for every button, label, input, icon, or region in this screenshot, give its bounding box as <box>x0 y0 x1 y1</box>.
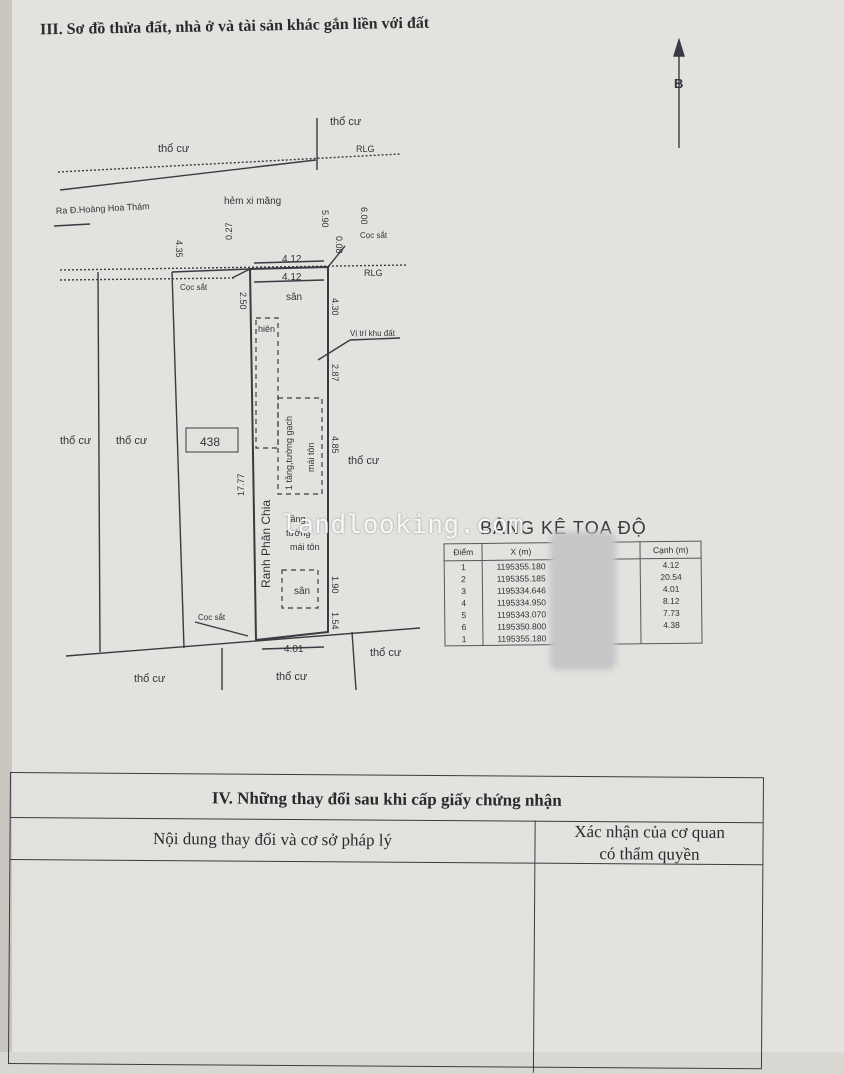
neighbor-line-3 <box>171 268 251 273</box>
parcel-number: 438 <box>200 435 220 449</box>
rlg-line-secondary <box>59 277 237 281</box>
dim-590: 5.90 <box>320 210 330 228</box>
stake-corner-left <box>231 268 251 279</box>
north-arrow-head <box>673 37 685 57</box>
yard-label-1: sân <box>286 292 302 303</box>
alley-top-edge <box>59 159 317 191</box>
dim-190: 1.90 <box>330 576 340 594</box>
tho-cu-label-6: thổ cư <box>370 647 402 659</box>
redaction-blur <box>550 532 616 670</box>
roof-label-1: mái tôn <box>306 442 316 472</box>
stake-corner <box>327 245 346 268</box>
dim-401: 4.01 <box>284 644 304 655</box>
section4-col-content: Nội dung thay đổi và cơ sở pháp lý <box>10 817 535 864</box>
dim-485: 4.85 <box>330 436 340 454</box>
section4-col-confirmation: Xác nhận của cơ quan có thẩm quyền <box>534 820 764 866</box>
neighbor-line-1 <box>97 271 101 653</box>
stake-leader <box>194 621 249 637</box>
yard-label-2: sân <box>294 586 310 597</box>
roof-label-2: mái tôn <box>290 542 320 552</box>
tho-cu-label-1: thổ cư <box>330 116 362 128</box>
north-label: B <box>674 76 683 91</box>
house2-label-b: tường <box>286 528 310 538</box>
tho-cu-label-2: thổ cư <box>158 143 190 155</box>
rlg-line-top <box>57 153 401 173</box>
dim-line-top2 <box>253 279 325 283</box>
dim-287: 2.87 <box>330 364 340 382</box>
watermark: landlooking.com <box>282 510 525 540</box>
section4-column-divider <box>532 862 536 1073</box>
stake-label-2: Cọc sắt <box>180 283 208 292</box>
road-arrow <box>53 223 91 227</box>
coord-header-edge: Cạnh (m) <box>640 541 702 559</box>
dim-412-a: 4.12 <box>282 254 302 265</box>
dim-line-top <box>253 260 325 264</box>
dim-line-bottom <box>261 646 325 650</box>
coord-header-x: X (m) <box>482 542 560 561</box>
porch-label: hiên <box>258 324 275 334</box>
bottom-boundary <box>65 627 421 657</box>
dim-1777: 17.77 <box>236 473 246 496</box>
neighbor-line-2 <box>171 271 185 649</box>
parcel-number-box <box>185 427 239 453</box>
dim-430: 4.30 <box>330 298 340 316</box>
tho-cu-label-5: thổ cư <box>348 455 380 467</box>
location-leader <box>317 339 351 361</box>
alley-label: hẻm xi măng <box>224 196 281 207</box>
tho-cu-label-4: thổ cư <box>116 435 148 447</box>
section4-col2-line1: Xác nhận của cơ quan <box>574 821 725 842</box>
parcel-outline <box>248 265 329 642</box>
stake-label-3: Cọc sắt <box>198 613 226 622</box>
tho-cu-label-8: thổ cư <box>276 671 308 683</box>
dim-154: 1.54 <box>330 612 340 630</box>
dim-008: 0.08 <box>334 236 344 254</box>
yard-outline <box>281 569 319 609</box>
house2-label-a: tầng <box>288 514 306 524</box>
road-label: Ra Đ.Hoàng Hoa Thám <box>56 201 150 216</box>
tho-cu-label-7: thổ cư <box>134 673 166 685</box>
house1-outline <box>277 397 323 495</box>
dim-435: 4.35 <box>174 240 184 258</box>
section4-table: IV. Những thay đổi sau khi cấp giấy chứn… <box>7 772 764 1073</box>
section4-title: IV. Những thay đổi sau khi cấp giấy chứn… <box>10 773 763 824</box>
location-label: Vị trí khu đất <box>350 329 396 338</box>
dim-250: 2.50 <box>238 292 248 310</box>
stake-label-1: Cọc sắt <box>360 231 388 240</box>
land-plot-diagram: thổ cư thổ cư RLG Ra Đ.Hoàng Hoa Thám hẻ… <box>53 37 685 691</box>
section4-col2-line2: có thẩm quyền <box>599 844 700 864</box>
coord-header-point: Điểm <box>443 543 483 561</box>
boundary-label: Ranh Phân Chia <box>259 500 273 588</box>
rlg-label-1: RLG <box>356 144 375 154</box>
dim-027: 0.27 <box>224 222 234 240</box>
rlg-label-2: RLG <box>364 268 383 278</box>
location-leader-2 <box>349 337 401 341</box>
bottom-divider-2 <box>351 631 357 691</box>
dim-412-b: 4.12 <box>282 272 302 283</box>
tho-cu-label-3: thổ cư <box>60 435 92 447</box>
certificate-page <box>12 0 844 1052</box>
porch-outline <box>255 317 279 449</box>
house1-label: 1 tầng,tường gạch <box>284 416 294 490</box>
paper-edge <box>0 0 14 1052</box>
dim-600: 6.00 <box>359 207 369 225</box>
